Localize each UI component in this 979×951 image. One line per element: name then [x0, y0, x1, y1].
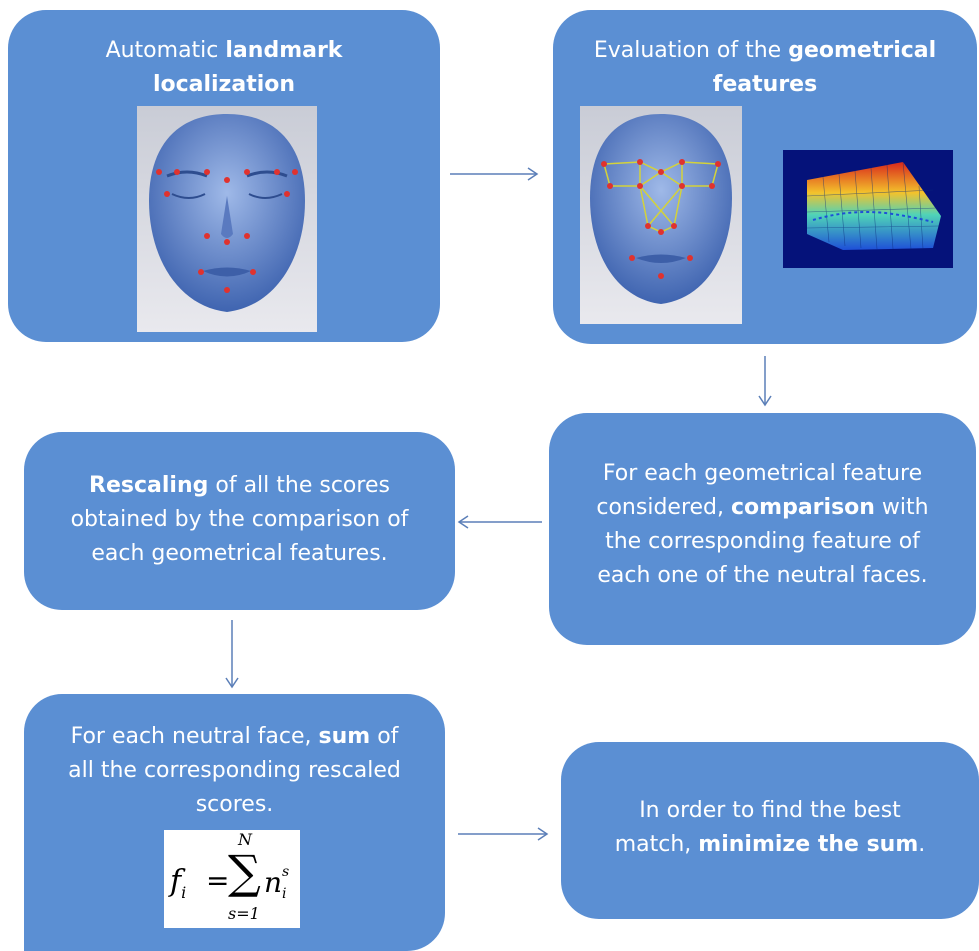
- formula-sigma: ∑: [228, 845, 261, 899]
- formula-term: n: [264, 866, 283, 899]
- step-feature-evaluation: Evaluation of the geometrical features: [553, 10, 977, 344]
- sum-formula: fi = N ∑ s=1 n s i: [164, 830, 300, 928]
- step-rescaling: Rescaling of all the scores obtained by …: [24, 432, 455, 610]
- arrow-features-to-comparison: [758, 356, 772, 407]
- minimize-text: In order to find the best match, minimiz…: [614, 798, 926, 857]
- arrow-comparison-to-rescaling: [457, 515, 542, 529]
- features-title: Evaluation of the geometrical features: [593, 38, 937, 97]
- surface-plot-image: [783, 150, 953, 268]
- face-landmarks-image: [137, 106, 317, 332]
- comparison-text: For each geometrical feature considered,…: [596, 461, 929, 588]
- landmark-title: Automatic landmark localization: [105, 38, 343, 97]
- step-sum: For each neutral face, sum of all the co…: [24, 694, 445, 951]
- formula-term-sup: s: [282, 864, 290, 880]
- arrow-sum-to-minimize: [458, 827, 549, 841]
- formula-sum-top: N: [238, 830, 252, 849]
- face-geometry-image: [580, 106, 742, 324]
- sum-text: For each neutral face, sum of all the co…: [68, 724, 401, 817]
- step-comparison: For each geometrical feature considered,…: [549, 413, 976, 645]
- step-landmark-localization: Automatic landmark localization: [8, 10, 440, 342]
- rescaling-text: Rescaling of all the scores obtained by …: [70, 473, 409, 566]
- formula-equals: =: [206, 864, 230, 897]
- arrow-landmark-to-features: [450, 167, 539, 181]
- formula-lhs: fi: [170, 864, 187, 902]
- arrow-rescaling-to-sum: [225, 620, 239, 689]
- formula-sum-bottom: s=1: [228, 904, 260, 923]
- step-minimize: In order to find the best match, minimiz…: [561, 742, 979, 919]
- formula-term-sub: i: [282, 886, 287, 902]
